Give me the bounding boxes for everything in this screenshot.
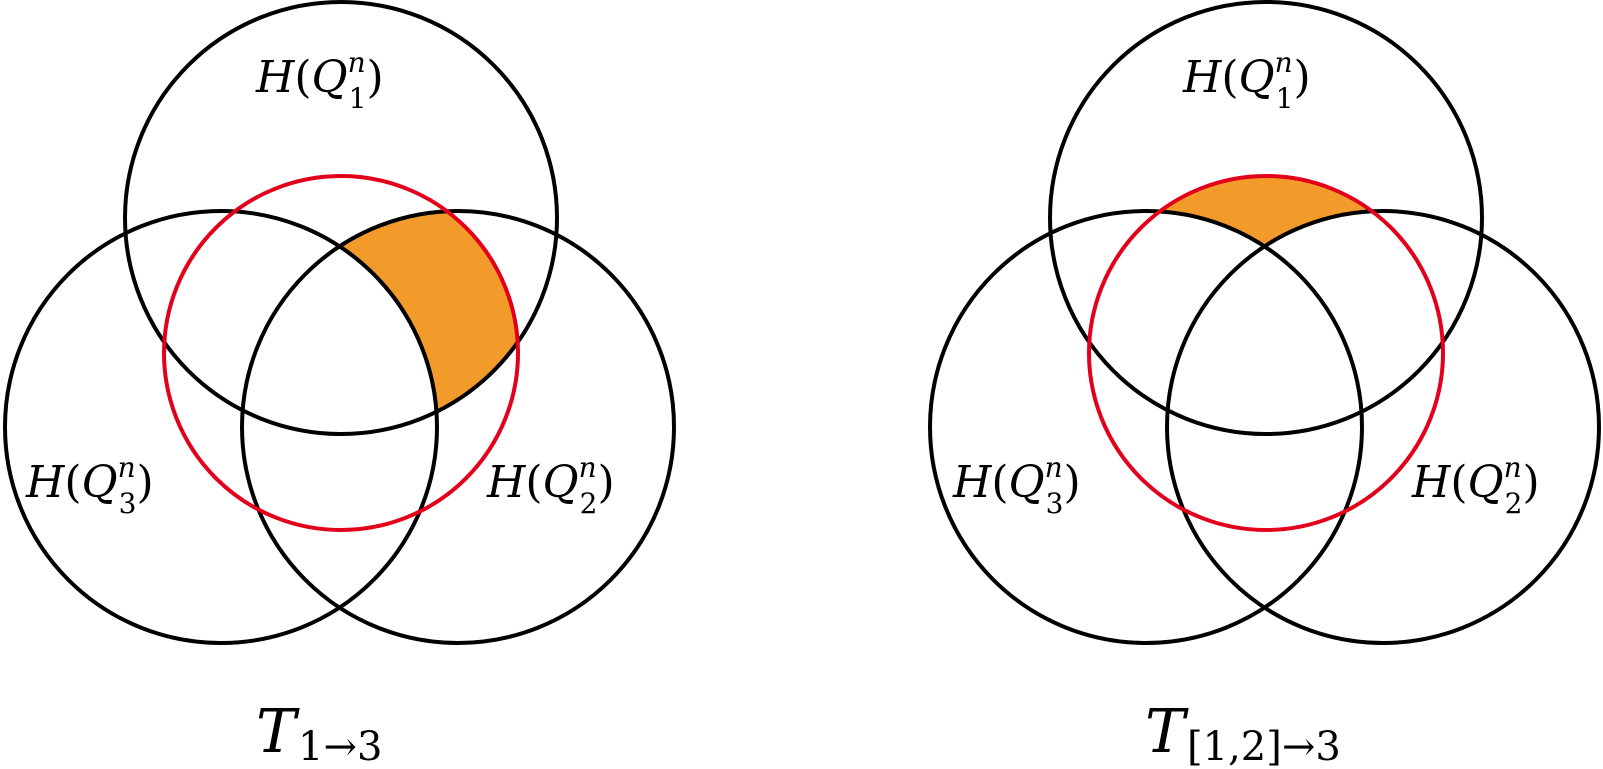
circle-q1 [1048, 0, 1484, 436]
red-circle [162, 174, 520, 532]
circle-q3 [3, 209, 439, 645]
caption-right: T[1,2]→3 [1145, 697, 1341, 769]
circle-q2 [240, 209, 676, 645]
shaded-region-right [1089, 176, 1443, 434]
circle-q1 [123, 0, 559, 436]
shaded-fill [1089, 176, 1443, 434]
red-circle [1087, 174, 1445, 532]
circle-q2 [1165, 209, 1601, 645]
circle-q3 [928, 209, 1364, 645]
caption-left: T1→3 [256, 697, 382, 769]
